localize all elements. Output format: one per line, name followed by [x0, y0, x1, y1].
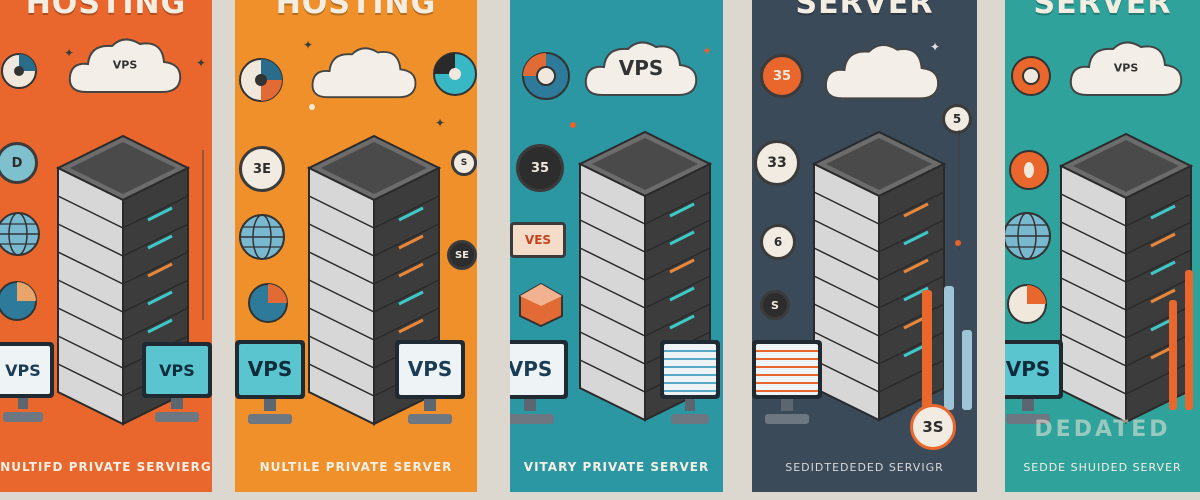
gauge-icon: [237, 56, 285, 104]
globe-icon: [237, 212, 287, 262]
chart-bar-icon: [944, 286, 954, 410]
panel-footer: SEDIDTEDEDED SERVIGR: [785, 461, 944, 474]
gauge-icon: [1007, 148, 1051, 192]
side-badge: VES: [510, 222, 566, 258]
monitor-left: [752, 340, 822, 424]
cloud-icon: VPS: [66, 34, 184, 98]
divider-line: [202, 150, 204, 320]
globe-icon: [0, 210, 42, 258]
sparkle-icon: ✦: [702, 44, 713, 58]
chart-bar-icon: [922, 290, 932, 410]
panel-footer: NULTILE PRIVATE SERVER: [259, 460, 453, 474]
monitor-right: [660, 340, 720, 424]
monitor-label: VPS: [1005, 344, 1059, 395]
sparkle-icon: ✦: [196, 56, 207, 70]
gauge-icon: [431, 50, 477, 98]
monitor-left: VPS: [0, 342, 54, 422]
cloud-icon: [309, 38, 419, 108]
monitor-label: VPS: [239, 344, 301, 395]
sparkle-icon: ✦: [303, 38, 314, 52]
divider-line: [958, 130, 960, 250]
server-rack-icon: [299, 128, 449, 428]
cloud-label: VPS: [618, 55, 664, 80]
globe-icon: [1005, 210, 1053, 262]
chart-bar-icon: [1185, 270, 1193, 410]
panel-title: SERVER: [795, 0, 934, 21]
monitor-label: VPS: [0, 346, 50, 394]
sparkle-icon: ✦: [435, 116, 446, 130]
chart-bar-icon: [1169, 300, 1177, 410]
panel-vps: VPS 35 VES: [510, 0, 723, 492]
speed-small-badge: S: [451, 150, 477, 176]
ssl-badge: S: [760, 290, 790, 320]
dot-icon: [570, 122, 576, 128]
gauge-icon: [520, 50, 572, 102]
speed-badge: 33: [754, 140, 800, 186]
speed-badge: 3E: [239, 146, 285, 192]
panel-server-dedicated: SERVER VPS: [1005, 0, 1200, 492]
panel-footer-big: DEDATED: [1034, 417, 1171, 442]
panel-title: HOSTING: [275, 0, 437, 21]
chart-bar-icon: [962, 330, 972, 410]
shield-badge-icon: D: [0, 142, 38, 184]
dot-icon: [309, 104, 315, 110]
cloud-icon: VPS: [1067, 34, 1185, 104]
monitor-left: VPS: [235, 340, 305, 424]
cloud-icon: VPS: [582, 34, 700, 104]
panel-title: SERVER: [1033, 0, 1172, 21]
pie-icon: [1005, 282, 1049, 326]
panel-footer: SEDDE SHUIDED SERVER: [1023, 461, 1182, 474]
gauge-icon: [0, 52, 38, 90]
panel-hosting-2: HOSTING 3E SE S: [235, 0, 477, 492]
server-rack-icon: [1051, 126, 1200, 426]
pie-icon: [247, 282, 289, 324]
panel-footer: NULTIFD PRIVATE SERVIERG: [0, 460, 212, 474]
panel-title: HOSTING: [25, 0, 187, 21]
pie-icon: [0, 280, 38, 322]
side-badge: 5: [942, 104, 972, 134]
panel-dedicated-server: SERVER 35 33 5 6 S: [752, 0, 977, 492]
pie-icon: [518, 282, 564, 328]
cloud-icon: [822, 36, 942, 108]
panel-footer: VITARY PRIVATE SERVER: [523, 460, 710, 474]
monitor-label: VPS: [510, 344, 564, 395]
monitor-label: VPS: [146, 346, 208, 394]
monitor-label: VPS: [399, 344, 461, 395]
timer-badge: 3S: [910, 404, 956, 450]
panel-hosting-1: HOSTING VPS D: [0, 0, 212, 492]
cloud-label: VPS: [1113, 61, 1139, 75]
sparkle-icon: ✦: [930, 40, 941, 54]
storage-badge: 6: [760, 224, 796, 260]
gauge-icon: [1009, 54, 1053, 98]
monitor-right: VPS: [142, 342, 212, 422]
speed-badge-top: 35: [760, 54, 804, 98]
side-badge: SE: [447, 240, 477, 270]
speed-badge: 35: [516, 144, 564, 192]
monitor-right: VPS: [395, 340, 465, 424]
sparkle-icon: ✦: [64, 46, 75, 60]
cloud-label: VPS: [112, 58, 138, 72]
monitor-left: VPS: [1005, 340, 1063, 424]
monitor-left: VPS: [510, 340, 568, 424]
dot-icon: [955, 240, 961, 246]
